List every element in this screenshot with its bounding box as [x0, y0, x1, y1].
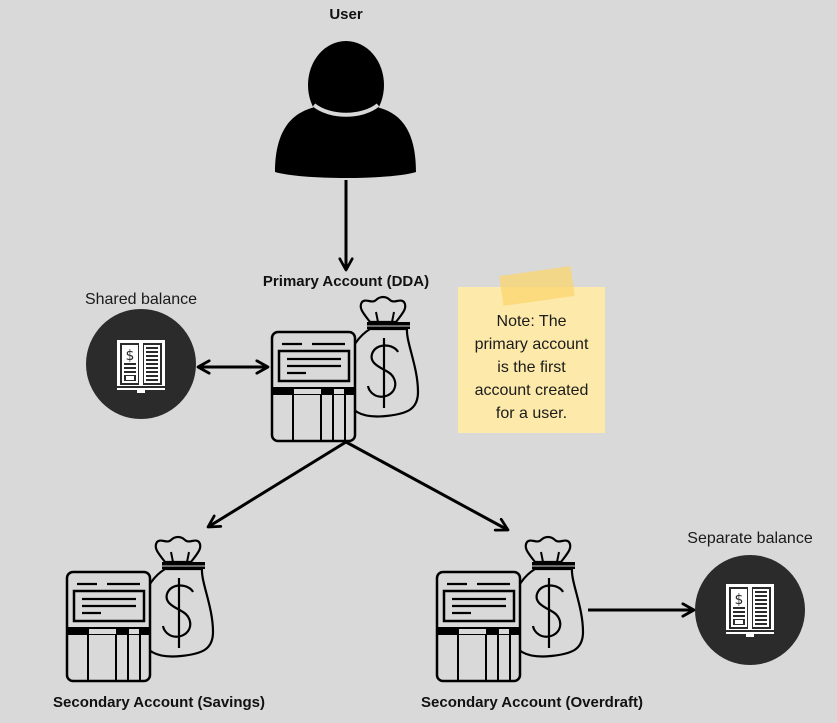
shared-balance-node — [86, 309, 196, 419]
overdraft-account-label: Secondary Account (Overdraft) — [421, 694, 643, 711]
edge-primary-to-savings — [208, 440, 347, 527]
savings-account-label: Secondary Account (Savings) — [53, 694, 265, 711]
note-line: Note: The — [496, 313, 567, 330]
primary-account-label: Primary Account (DDA) — [262, 273, 430, 290]
sticky-note — [458, 287, 605, 433]
note-line: primary account — [474, 336, 589, 353]
savings-account-icon — [65, 535, 215, 683]
ledger-book-icon — [117, 340, 165, 393]
note-text: Note: The primary account is the first a… — [458, 310, 605, 425]
overdraft-account-icon — [435, 535, 585, 683]
separate-balance-node — [695, 555, 805, 665]
separate-balance-label: Separate balance — [687, 530, 813, 547]
note-line: is the first — [497, 359, 566, 376]
note-line: account created — [474, 382, 589, 399]
user-silhouette-icon — [275, 41, 416, 178]
user-label: User — [329, 6, 363, 23]
ledger-book-icon — [726, 584, 774, 637]
primary-account-icon — [270, 295, 420, 443]
note-line: for a user. — [495, 405, 568, 422]
shared-balance-label: Shared balance — [84, 291, 198, 308]
edge-primary-to-overdraft — [345, 440, 508, 530]
